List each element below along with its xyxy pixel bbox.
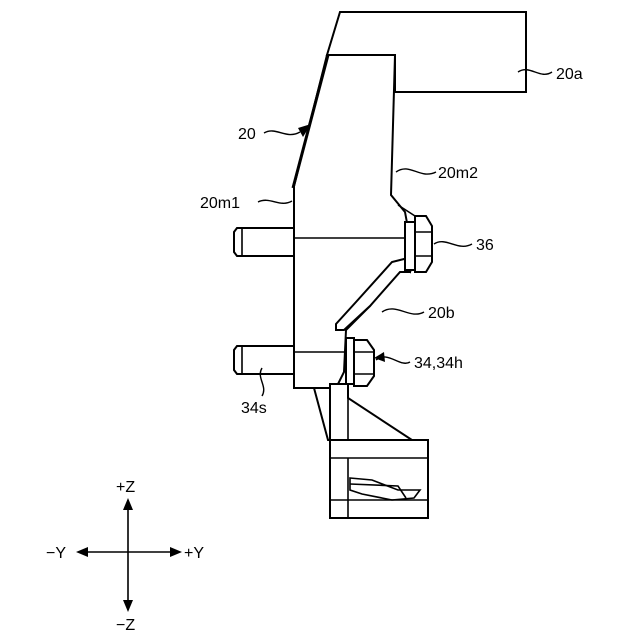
- label-20b: 20b: [428, 305, 455, 322]
- label-34s: 34s: [241, 400, 267, 417]
- label-20a: 20a: [556, 66, 583, 83]
- label-20m2: 20m2: [438, 165, 478, 182]
- upper-stud: [234, 228, 294, 256]
- axis-minus-z: −Z: [116, 617, 135, 634]
- bottom-block: [330, 440, 428, 518]
- label-20: 20: [238, 126, 256, 143]
- leader-20m1: [258, 200, 292, 203]
- leader-20m2: [396, 169, 436, 174]
- axis-plus-y: +Y: [184, 545, 204, 562]
- axis-plus-z: +Z: [116, 479, 135, 496]
- arrow-right-icon: [170, 547, 182, 557]
- lower-gusset: [314, 384, 412, 440]
- leader-20: [264, 131, 300, 135]
- label-34-34h: 34,34h: [414, 355, 463, 372]
- leader-20b: [382, 309, 424, 314]
- leader-34-arrow: [374, 352, 385, 362]
- axis-minus-y: −Y: [46, 545, 66, 562]
- arrow-up-icon: [123, 498, 133, 510]
- arrow-down-icon: [123, 600, 133, 612]
- arrow-left-icon: [76, 547, 88, 557]
- nut-34: [346, 338, 374, 386]
- leader-36: [434, 242, 472, 247]
- lower-stud: [234, 346, 294, 374]
- label-20m1: 20m1: [200, 195, 240, 212]
- axis-indicator: +Z −Z −Y +Y: [46, 479, 204, 634]
- label-36: 36: [476, 237, 494, 254]
